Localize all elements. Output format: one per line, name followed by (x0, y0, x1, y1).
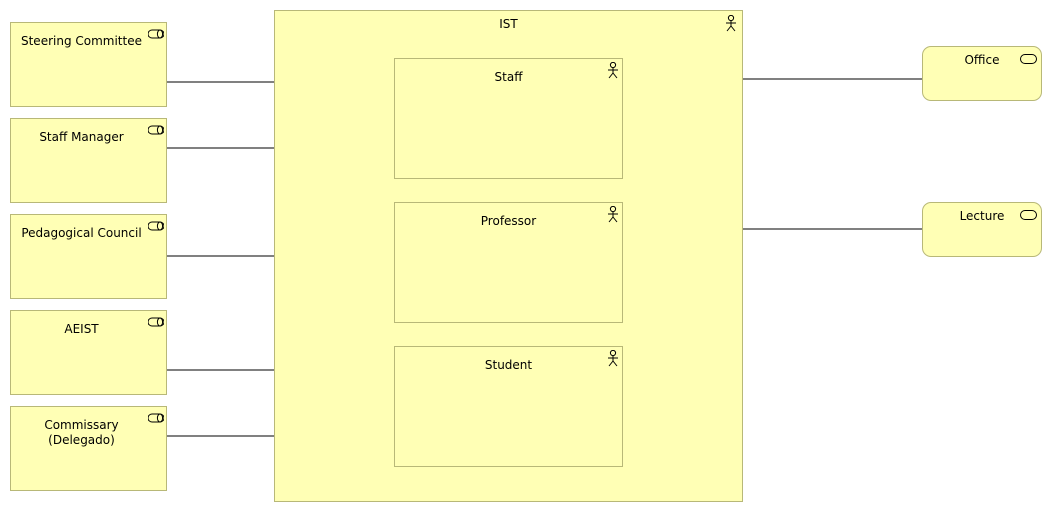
role-pedagogical-council[interactable]: Pedagogical Council (10, 214, 167, 299)
actor-student[interactable]: Student (394, 346, 623, 467)
actor-icon (726, 15, 736, 32)
role-steering-committee-label: Steering Committee (20, 34, 142, 48)
service-office-label: Office (964, 53, 1000, 67)
role-steering-committee[interactable]: Steering Committee (10, 22, 167, 107)
actor-staff-label: Staff (494, 70, 523, 84)
actor-staff[interactable]: Staff (394, 58, 623, 179)
actor-icon (608, 350, 618, 367)
role-icon (148, 221, 164, 231)
actor-student-label: Student (484, 358, 533, 372)
ist-container-label: IST (499, 17, 518, 31)
service-icon (1020, 210, 1037, 220)
role-staff-manager[interactable]: Staff Manager (10, 118, 167, 203)
role-icon (148, 125, 164, 135)
role-pedagogical-council-label: Pedagogical Council (21, 226, 142, 240)
role-icon (148, 317, 164, 327)
service-icon (1020, 54, 1037, 64)
actor-professor[interactable]: Professor (394, 202, 623, 323)
actor-professor-label: Professor (480, 214, 537, 228)
service-office[interactable]: Office (922, 46, 1042, 101)
role-aeist[interactable]: AEIST (10, 310, 167, 395)
role-commissary[interactable]: Commissary (Delegado) (10, 406, 167, 491)
role-icon (148, 413, 164, 423)
role-staff-manager-label: Staff Manager (39, 130, 124, 144)
service-lecture-label: Lecture (959, 209, 1005, 223)
service-lecture[interactable]: Lecture (922, 202, 1042, 257)
role-commissary-label: Commissary (Delegado) (44, 418, 119, 447)
actor-icon (608, 206, 618, 223)
role-aeist-label: AEIST (64, 322, 99, 336)
role-icon (148, 29, 164, 39)
actor-icon (608, 62, 618, 79)
